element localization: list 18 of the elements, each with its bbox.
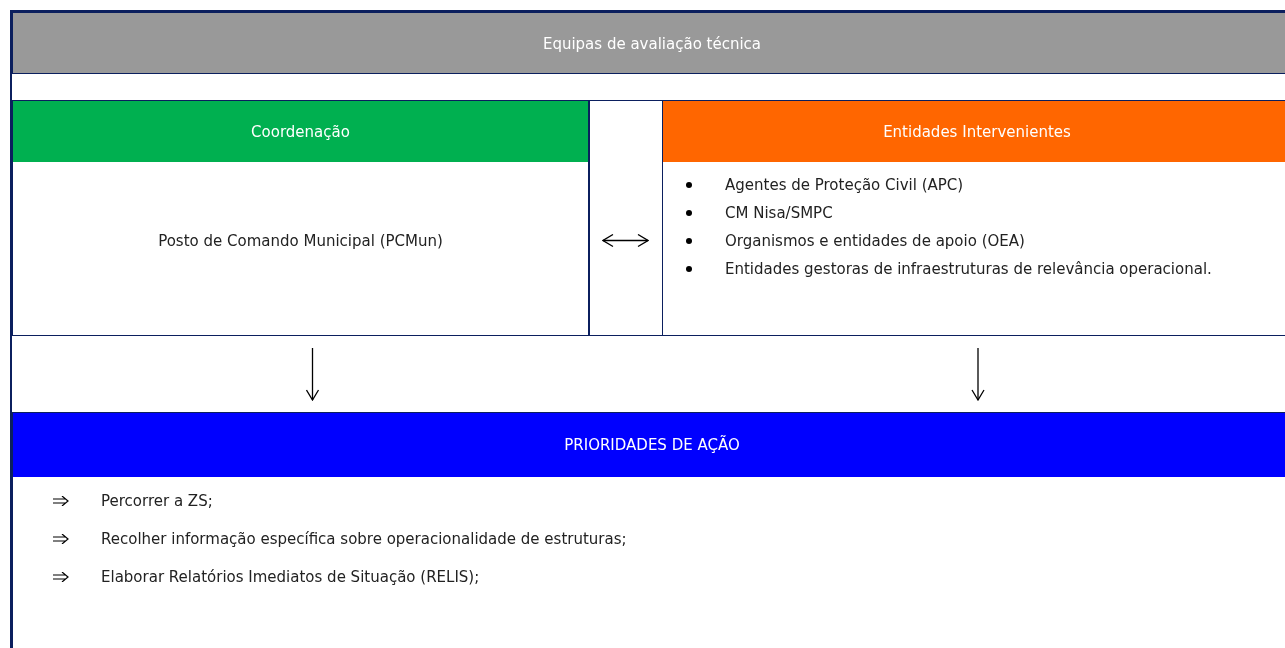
arrow <box>602 233 649 248</box>
list-item: Organismos e entidades de apoio (OEA) <box>725 232 1025 250</box>
section-heading: PRIORIDADES DE AÇÃO <box>13 413 1285 477</box>
arrow <box>971 347 985 401</box>
section-heading: Coordenação <box>13 101 588 162</box>
list-item: Agentes de Proteção Civil (APC) <box>725 176 964 194</box>
list-item: Entidades gestoras de infraestruturas de relevância operacional. <box>725 260 1212 278</box>
list-item: Recolher informação específica sobre operacionalidade de estruturas; <box>101 529 627 549</box>
body-text: Posto de Comando Municipal (PCMun) <box>157 232 444 250</box>
table-section <box>662 100 1285 336</box>
list-item: Percorrer a ZS; <box>101 491 213 511</box>
arrow <box>305 347 320 401</box>
list-item: CM Nisa/SMPC <box>725 204 833 222</box>
section-heading: Equipas de avaliação técnica <box>13 13 1285 74</box>
section-heading: Entidades Intervenientes <box>663 101 1285 162</box>
list-item: Elaborar Relatórios Imediatos de Situação (RELIS); <box>101 567 480 587</box>
table-section <box>12 100 589 336</box>
table-section <box>12 412 1285 648</box>
